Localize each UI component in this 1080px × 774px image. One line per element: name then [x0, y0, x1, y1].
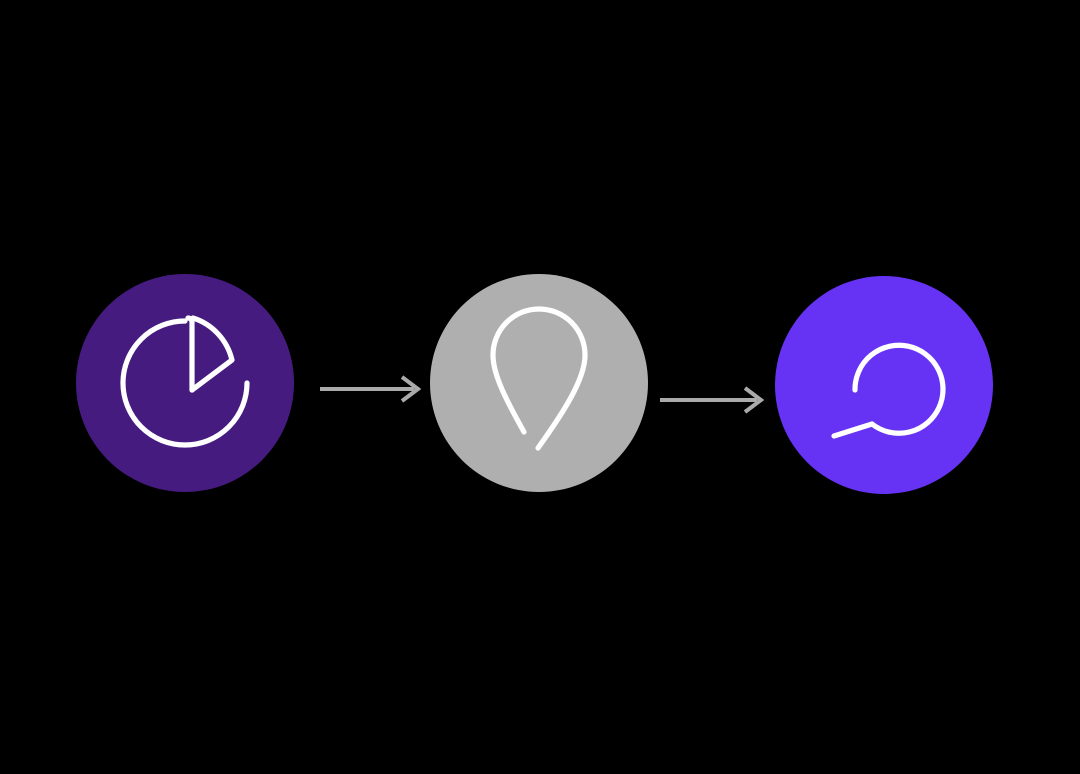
step-1-circle[interactable] — [76, 274, 294, 492]
magnifier-lens — [852, 342, 946, 436]
pie-chart-wedge — [189, 315, 235, 393]
connector-2-arrowhead — [743, 386, 765, 414]
connector-1-arrowhead — [400, 375, 422, 403]
location-pin-outline — [490, 306, 588, 451]
pie-chart-icon — [120, 315, 250, 448]
location-pin-icon — [490, 306, 588, 451]
magnifier-handle — [831, 421, 875, 439]
step-2-group[interactable] — [430, 274, 648, 492]
magnifier-icon — [831, 342, 946, 439]
step-3-group[interactable] — [775, 276, 993, 494]
step-1-group[interactable] — [76, 274, 294, 492]
pie-chart-outer-arc — [120, 318, 250, 448]
step-2-circle[interactable] — [430, 274, 648, 492]
connector-1-arrow — [320, 375, 422, 403]
step-3-circle[interactable] — [775, 276, 993, 494]
connector-2-arrow — [660, 386, 765, 414]
pie-chart-wedge-leg — [185, 315, 195, 393]
